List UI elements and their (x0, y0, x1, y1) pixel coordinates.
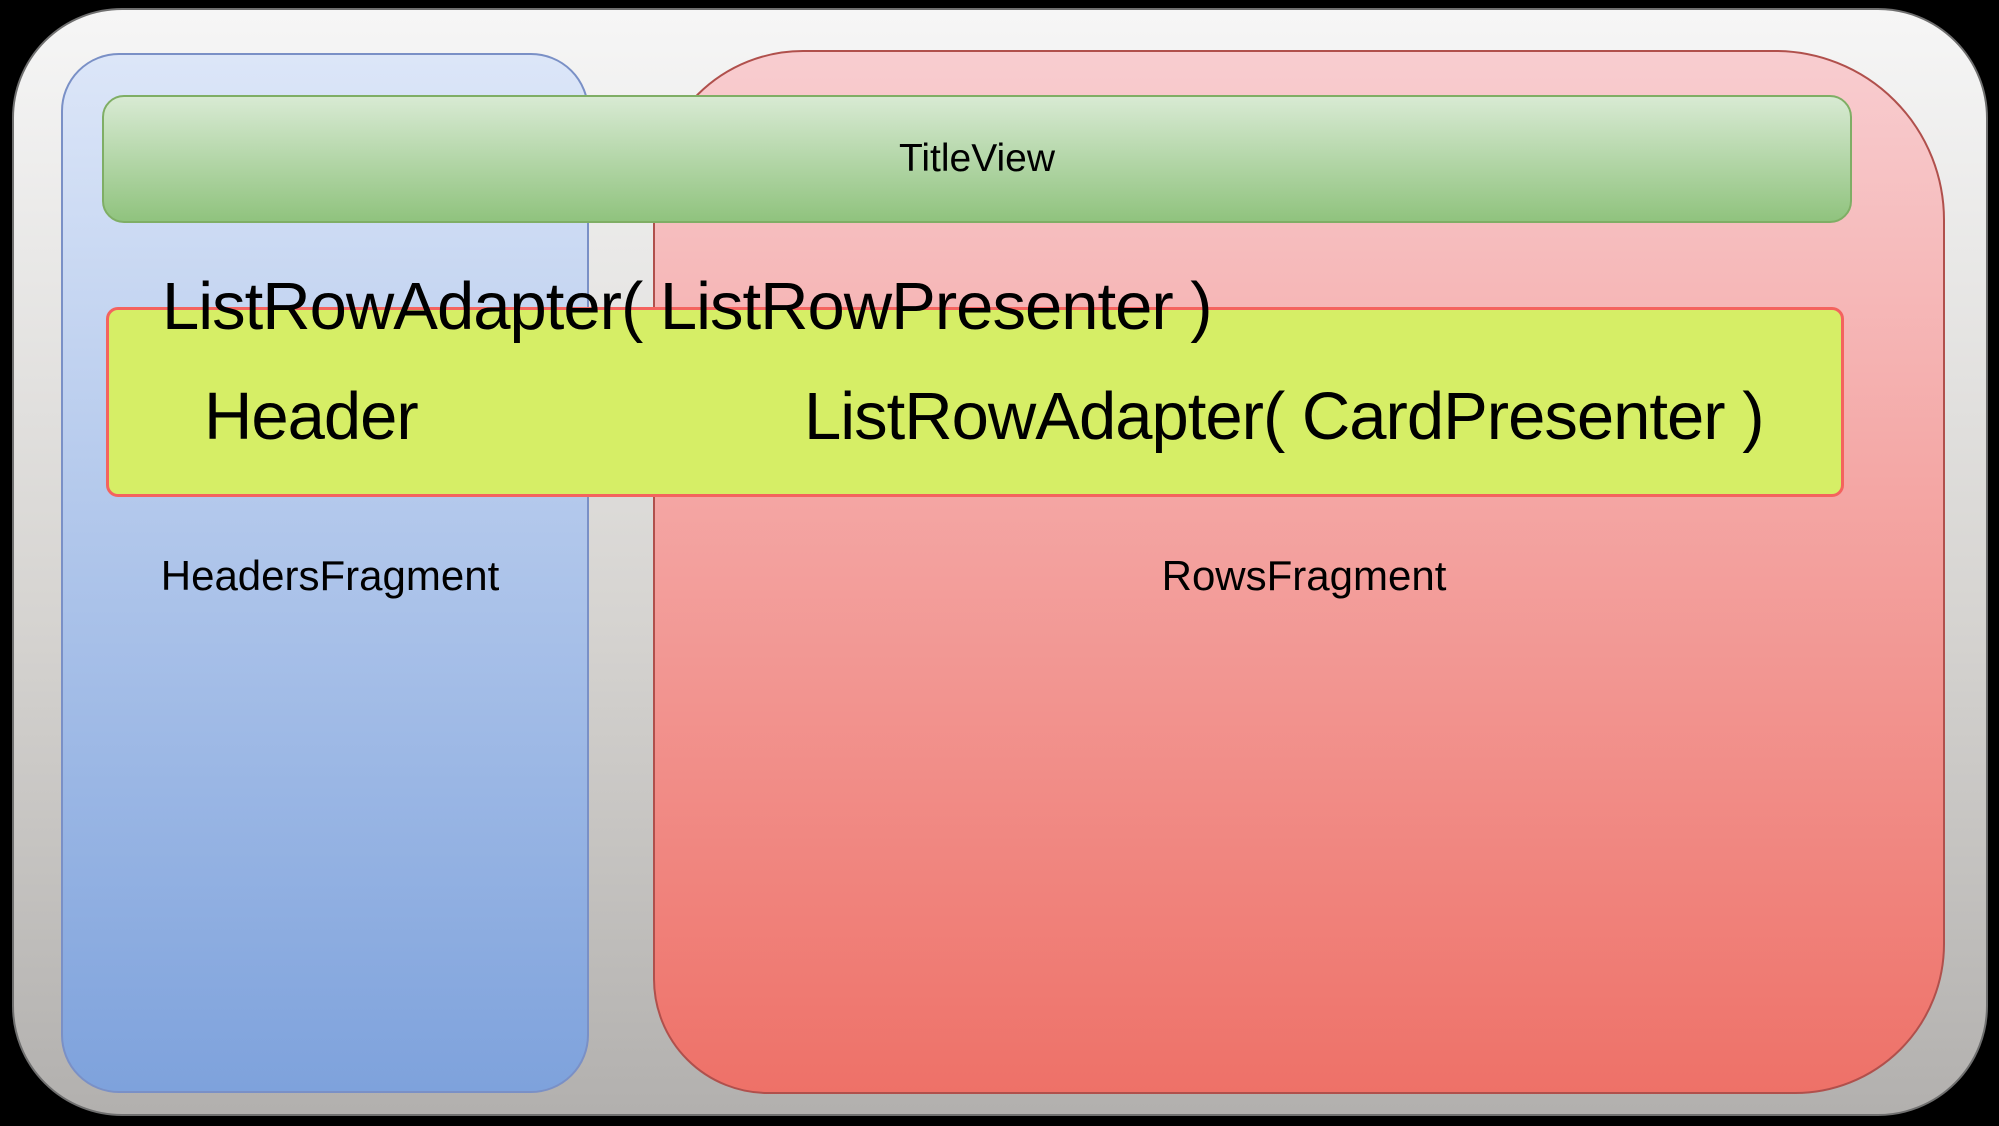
title-view-bar: TitleView (102, 95, 1852, 223)
header-label: Header (204, 379, 419, 454)
device-frame: TitleView ListRowAdapter( ListRowPresent… (12, 8, 1988, 1116)
list-row-presenter-label: ListRowAdapter( ListRowPresenter ) (162, 269, 1213, 344)
rows-fragment-label: RowsFragment (1161, 552, 1447, 599)
card-presenter-label: ListRowAdapter( CardPresenter ) (804, 379, 1765, 454)
rows-fragment-panel (653, 50, 1945, 1094)
headers-fragment-panel (61, 53, 589, 1093)
title-view-label: TitleView (898, 137, 1056, 180)
selected-row-bar (106, 307, 1844, 497)
headers-fragment-label: HeadersFragment (160, 552, 500, 599)
